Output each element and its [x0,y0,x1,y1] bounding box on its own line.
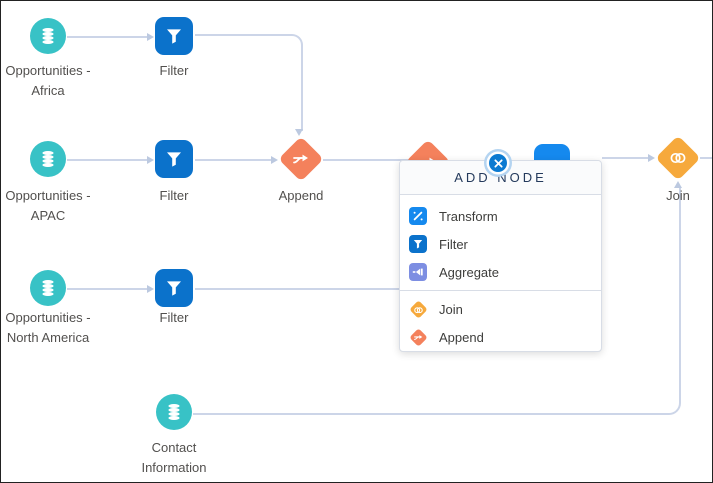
dataset-node-contact-information[interactable] [156,394,192,430]
menu-item-label: Aggregate [439,264,499,280]
arrowhead-icon [147,285,154,293]
append-arrows-icon [293,154,308,164]
edge [67,159,147,161]
close-button[interactable] [489,154,507,172]
database-icon [42,28,54,44]
append-icon [408,327,428,347]
node-label: Opportunities -North America [5,310,91,345]
transform-icon [409,207,427,225]
filter-icon [409,235,427,253]
node-label: Opportunities -Africa [5,63,91,98]
database-icon [42,151,54,167]
filter-node-1[interactable] [155,17,193,55]
node-label: Opportunities -APAC [5,188,91,223]
close-icon [493,158,503,168]
edge [700,157,712,159]
menu-divider [400,290,601,291]
edge [67,288,147,290]
arrowhead-icon [674,181,682,188]
edge [195,34,303,131]
database-icon [42,280,54,296]
menu-item-filter[interactable]: Filter [400,230,601,258]
edge [67,36,147,38]
funnel-icon [167,281,181,296]
dataset-node-opportunities-africa[interactable] [30,18,66,54]
add-node-popover: ADD NODE Transform Filter [399,160,602,352]
join-node[interactable] [655,135,701,181]
join-circles-icon [670,152,686,164]
edge [193,187,681,415]
arrowhead-icon [648,154,655,162]
popover-menu: Transform Filter Aggre [400,195,601,351]
dataset-node-opportunities-north-america[interactable] [30,270,66,306]
arrowhead-icon [147,156,154,164]
arrowhead-icon [147,33,154,41]
menu-item-transform[interactable]: Transform [400,202,601,230]
menu-item-label: Transform [439,208,498,224]
aggregate-icon [409,263,427,281]
node-label: Filter [159,63,189,78]
filter-node-2[interactable] [155,140,193,178]
menu-item-label: Filter [439,236,468,252]
dataset-node-opportunities-apac[interactable] [30,141,66,177]
menu-item-append[interactable]: Append [400,323,601,351]
edge [602,157,648,159]
database-icon [168,404,180,420]
funnel-icon [167,152,181,167]
funnel-icon [167,29,181,44]
menu-item-aggregate[interactable]: Aggregate [400,258,601,286]
edge [195,159,271,161]
arrowhead-icon [295,129,303,136]
node-label: Append [278,188,324,203]
node-label: Join [666,188,690,203]
menu-item-label: Join [439,301,463,317]
arrowhead-icon [271,156,278,164]
join-icon [408,299,428,319]
node-label: Filter [159,310,189,325]
edge [195,288,399,290]
menu-item-join[interactable]: Join [400,295,601,323]
edge [323,159,409,161]
menu-item-label: Append [439,329,484,345]
append-node[interactable] [278,136,324,182]
node-label: Filter [159,188,189,203]
filter-node-3[interactable] [155,269,193,307]
